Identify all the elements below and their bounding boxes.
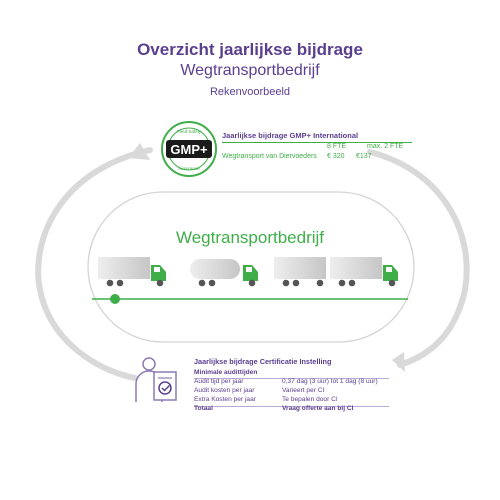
gmp-title: Jaarlijkse bijdrage GMP+ International	[222, 131, 359, 140]
timeline-marker	[110, 294, 120, 304]
gmp-logo-ring-top: Feed Safety	[177, 129, 202, 134]
cert-subheader: Minimale audittijden	[194, 369, 258, 376]
gmp-logo-text: GMP+	[170, 142, 208, 157]
gmp-logo: GMP+ Feed Safety Assurance	[161, 121, 217, 177]
truck-icon	[274, 257, 326, 287]
truck-icon	[330, 257, 398, 287]
certificate-person-icon	[135, 357, 177, 402]
cert-total-row: Totaal Vraag offerte aan bij CI	[194, 405, 394, 414]
gmp-col2-header: max. 2 FTE	[367, 143, 404, 150]
arrowhead-bottom-right	[392, 352, 405, 372]
page-subtitle: Wegtransportbedrijf	[180, 62, 320, 79]
truck-icon	[98, 257, 166, 287]
cert-title: Jaarlijkse bijdrage Certificatie Instell…	[194, 357, 332, 366]
cert-row: Audit tijd per jaar 0,37 dag (3 uur) tot…	[194, 378, 378, 385]
company-label: Wegtransportbedrijf	[175, 228, 325, 247]
cert-row: Extra Kosten per jaar Te bepalen door CI	[194, 396, 338, 403]
page-title: Overzicht jaarlijkse bijdrage	[137, 40, 363, 59]
cert-total-value: Vraag offerte aan bij CI	[282, 405, 354, 412]
gmp-col1-header: 8 FTE	[327, 143, 347, 150]
gmp-col2-value: €137	[356, 153, 372, 160]
gmp-col1-value: € 320	[327, 153, 345, 160]
gmp-contribution-block: Jaarlijkse bijdrage GMP+ International 8…	[222, 131, 422, 163]
tanker-truck-icon	[190, 259, 258, 287]
gmp-row-label: Wegtransport van Diervoeders	[222, 153, 317, 160]
cycle-arrow-left	[35, 147, 153, 381]
page-caption: Rekenvoorbeeld	[209, 86, 291, 98]
cert-row: Audit kosten per jaar Varieert per CI	[194, 387, 325, 394]
gmp-logo-ring-bottom: Assurance	[178, 166, 200, 171]
certification-block: Jaarlijkse bijdrage Certificatie Instell…	[194, 357, 394, 414]
cert-total-label: Totaal	[194, 405, 213, 412]
arrowhead-top-left	[128, 143, 150, 160]
cycle-arrow-right	[367, 149, 470, 368]
